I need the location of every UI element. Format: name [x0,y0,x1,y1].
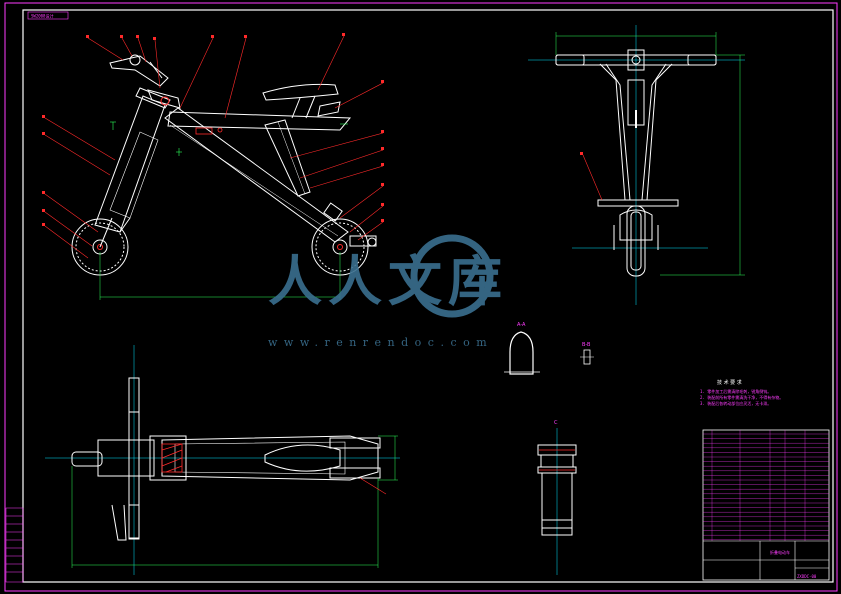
top-hatch [161,443,183,473]
watermark-logo-ring [410,234,494,318]
top-body [71,435,381,481]
title-block: 折叠电动车 ZXDDC-00 [702,429,830,581]
front-view-leader [582,154,603,201]
section-b-b: B-B [580,342,594,365]
detail-c: C [537,420,577,575]
inner-border [22,9,834,583]
leader-lines [44,35,384,259]
watermark-text: 人人文库 [268,249,508,313]
leader-tags [42,33,384,226]
tech-requirements: 技 术 要 求 1. 零件加工后需清除毛刺，锐角倒钝。 2. 装配前所有零件需清… [700,379,783,406]
top-view-leader [359,477,387,495]
tech-req-title: 技 术 要 求 [717,379,742,386]
front-view-dimensions [555,32,745,276]
tech-req-line-3: 3. 装配后各转动部位应灵活，无卡滞。 [700,400,771,406]
front-wheel-front [613,205,659,277]
top-handlebar [111,377,140,541]
section-a-a: A-A [504,322,540,375]
steering-column [94,87,171,248]
title-block-drawing-no: ZXDDC-00 [797,574,817,579]
section-marker-a [110,121,348,156]
title-tag: SW2008设计 [31,13,53,19]
watermark-url: www.renrendoc.com [268,336,493,349]
side-view [42,33,384,300]
top-view-centerlines [45,345,400,575]
detail-c-label: C [554,420,558,426]
section-b-label: B-B [582,342,591,348]
front-view-centerlines [528,25,745,305]
title-block-name: 折叠电动车 [770,549,790,555]
wheelbase-dimension [99,252,341,300]
front-handlebar [555,49,717,71]
side-revision-strip [5,507,24,583]
title-tag-box [27,11,69,20]
rear-latch [323,202,377,247]
tech-req-line-2: 2. 装配前所有零件需清洗干净，不得有杂物。 [700,394,783,400]
hinge-marks [195,127,223,135]
front-fork [597,63,679,207]
main-frame [164,107,352,243]
front-view-leader-tag [580,152,583,155]
front-view [528,25,745,305]
top-view-dimensions [71,435,398,568]
top-view [45,345,400,575]
section-a-label: A-A [517,322,526,328]
outer-border [4,2,838,592]
watermark: 人人文库 www.renrendoc.com [268,234,508,349]
tech-req-line-1: 1. 零件加工后需清除毛刺，锐角倒钝。 [700,388,771,394]
seat [262,83,341,119]
